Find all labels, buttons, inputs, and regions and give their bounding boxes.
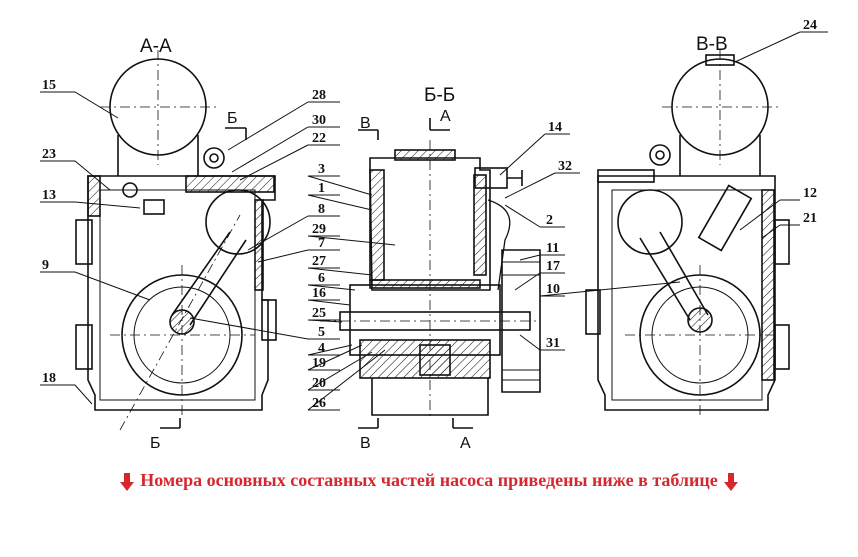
cut-mark-b-bottom-label: Б bbox=[150, 435, 161, 452]
callout-24: 24 bbox=[803, 18, 817, 33]
callout-27: 27 bbox=[312, 254, 326, 269]
callout-32: 32 bbox=[558, 159, 572, 174]
callout-15: 15 bbox=[42, 78, 56, 93]
callout-4: 4 bbox=[318, 341, 325, 356]
cut-mark-a-bottom-label: А bbox=[460, 435, 471, 452]
callout-5: 5 bbox=[318, 325, 325, 340]
callout-23: 23 bbox=[42, 147, 56, 162]
callout-19: 19 bbox=[312, 356, 326, 371]
callout-1: 1 bbox=[318, 181, 325, 196]
callout-30: 30 bbox=[312, 113, 326, 128]
view-section-vv: В-В bbox=[585, 34, 790, 415]
section-title-vv: В-В bbox=[696, 34, 728, 55]
cut-mark-v-top-label: В bbox=[360, 115, 371, 132]
view-section-aa: А-А Б bbox=[75, 36, 277, 452]
callout-8: 8 bbox=[318, 202, 325, 217]
callout-21: 21 bbox=[803, 211, 817, 226]
callout-31: 31 bbox=[546, 336, 560, 351]
callout-9: 9 bbox=[42, 258, 49, 273]
callout-2: 2 bbox=[546, 213, 553, 228]
callout-20: 20 bbox=[312, 376, 326, 391]
view-section-bb: Б-Б В А В А bbox=[320, 85, 541, 452]
callout-10: 10 bbox=[546, 282, 560, 297]
callout-26: 26 bbox=[312, 396, 326, 411]
cut-mark-v-bottom-label: В bbox=[360, 435, 371, 452]
callout-22: 22 bbox=[312, 131, 326, 146]
callout-3: 3 bbox=[318, 162, 325, 177]
callout-25: 25 bbox=[312, 306, 326, 321]
callout-28: 28 bbox=[312, 88, 326, 103]
callout-17: 17 bbox=[546, 259, 560, 274]
pump-drawing: А-А Б bbox=[40, 18, 828, 452]
callout-16: 16 bbox=[312, 286, 326, 301]
table-caption: Номера основных составных частей насоса … bbox=[0, 470, 858, 491]
callout-13: 13 bbox=[42, 188, 56, 203]
section-title-aa: А-А bbox=[140, 36, 172, 57]
arrow-down-icon bbox=[723, 472, 738, 491]
callout-14: 14 bbox=[548, 120, 562, 135]
callout-6: 6 bbox=[318, 271, 325, 286]
section-title-bb: Б-Б bbox=[424, 85, 455, 106]
callout-11: 11 bbox=[546, 241, 559, 256]
callout-12: 12 bbox=[803, 186, 817, 201]
cut-mark-b-top-label: Б bbox=[227, 110, 238, 127]
callout-7: 7 bbox=[318, 236, 325, 251]
callout-29: 29 bbox=[312, 222, 326, 237]
callout-labels: 15 23 13 9 18 28 30 22 3 1 8 29 7 27 6 1… bbox=[42, 18, 817, 411]
caption-text: Номера основных составных частей насоса … bbox=[140, 470, 718, 490]
callout-18: 18 bbox=[42, 371, 56, 386]
cut-mark-a-top-label: А bbox=[440, 108, 451, 125]
arrow-down-icon bbox=[120, 472, 135, 491]
callouts bbox=[40, 31, 828, 411]
